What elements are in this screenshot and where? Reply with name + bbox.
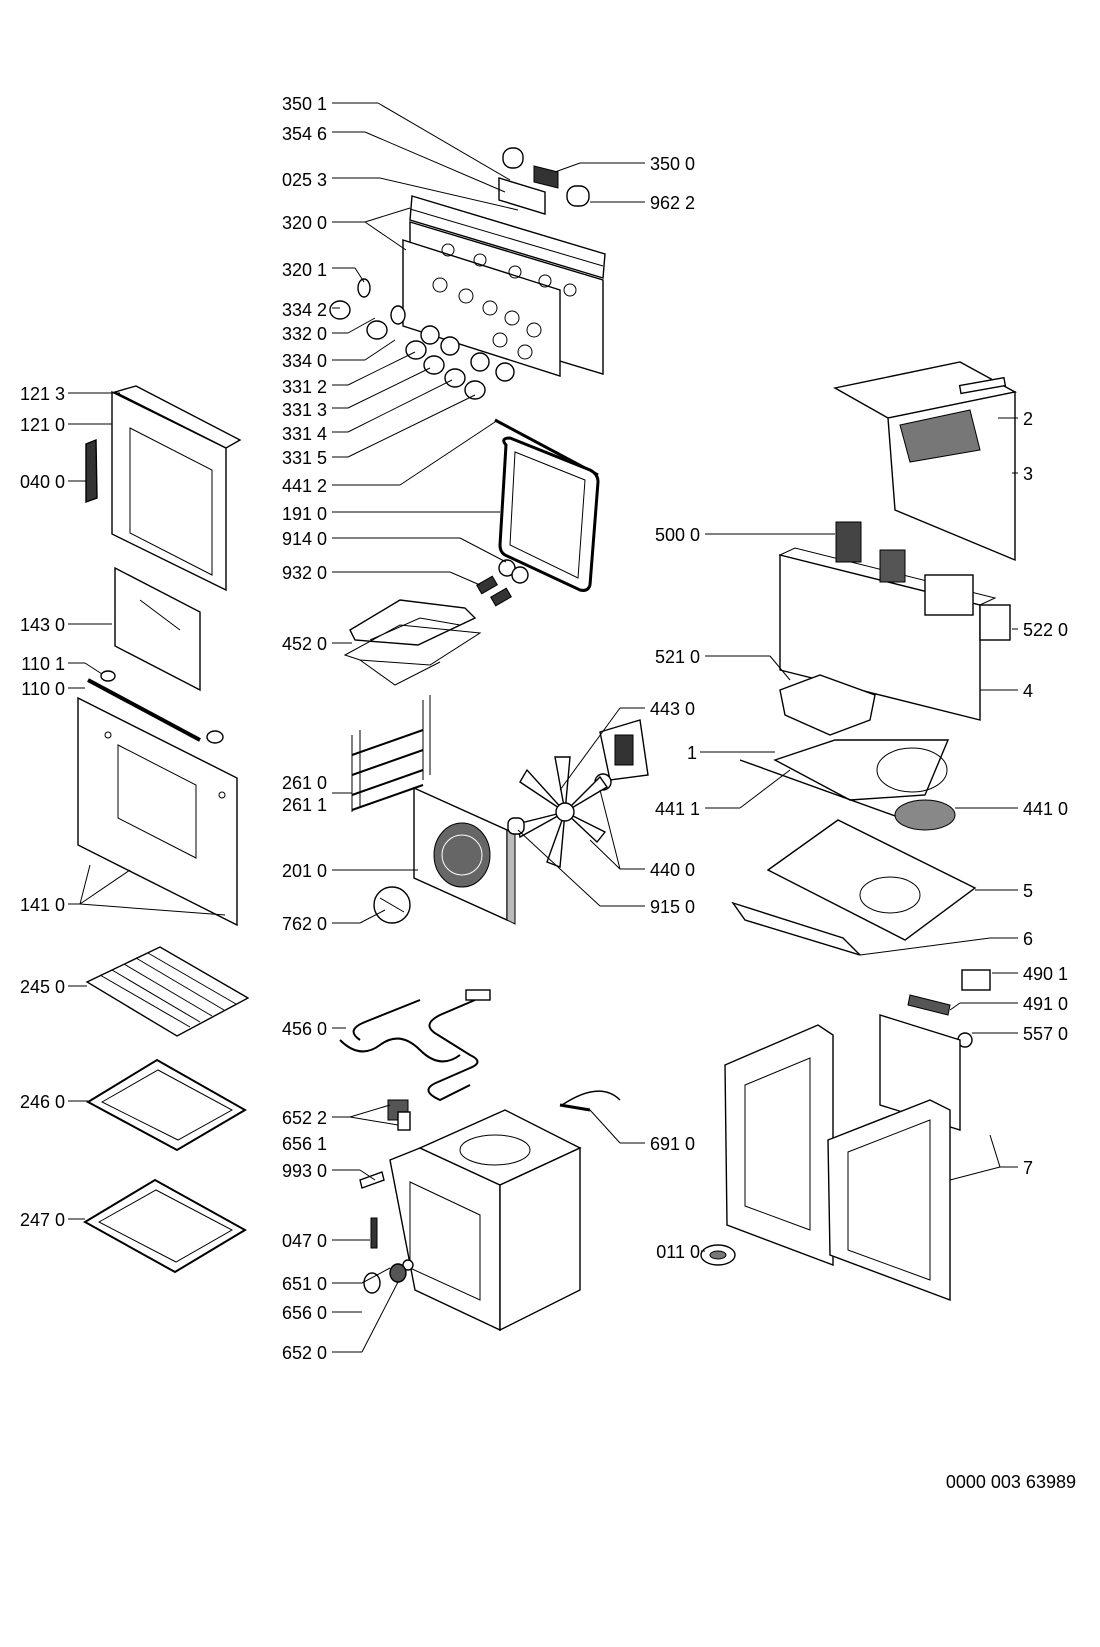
label-011-0: 011 0: [656, 1242, 700, 1262]
label-932-0: 932 0: [282, 563, 327, 583]
label-522-0: 522 0: [1023, 620, 1068, 640]
diagram-reference-number: 0000 003 63989: [945, 1472, 1076, 1492]
oven-door-assembly: [77, 385, 242, 927]
label-915-0: 915 0: [650, 897, 695, 917]
label-group-5: 5: [1023, 881, 1033, 901]
label-354-6: 354 6: [282, 124, 327, 144]
door-seal-and-grill: [343, 418, 600, 686]
label-332-0: 332 0: [282, 324, 327, 344]
label-331-4: 331 4: [282, 424, 327, 444]
label-456-0: 456 0: [282, 1019, 327, 1039]
label-group-2: 2: [1023, 409, 1033, 429]
label-993-0: 993 0: [282, 1161, 327, 1181]
label-557-0: 557 0: [1023, 1024, 1068, 1044]
label-320-1: 320 1: [282, 260, 327, 280]
label-group-4: 4: [1023, 681, 1033, 701]
label-491-0: 491 0: [1023, 994, 1068, 1014]
label-201-0: 201 0: [282, 861, 327, 881]
label-651-0: 651 0: [282, 1274, 327, 1294]
label-025-3: 025 3: [282, 170, 327, 190]
label-191-0: 191 0: [282, 504, 327, 524]
label-490-1: 490 1: [1023, 964, 1068, 984]
label-691-0: 691 0: [650, 1134, 695, 1154]
label-121-3: 121 3: [20, 384, 65, 404]
label-521-0: 521 0: [655, 647, 700, 667]
label-group-1: 1: [687, 743, 697, 763]
label-656-1: 656 1: [282, 1134, 327, 1154]
label-350-1: 350 1: [282, 94, 327, 114]
label-652-2: 652 2: [282, 1108, 327, 1128]
label-320-0: 320 0: [282, 213, 327, 233]
cavity-and-bottom-element: [339, 989, 621, 1332]
label-110-1: 110 1: [21, 654, 65, 674]
label-334-0: 334 0: [282, 351, 327, 371]
label-group-3: 3: [1023, 464, 1033, 484]
label-261-1: 261 1: [282, 795, 327, 815]
label-500-0: 500 0: [655, 525, 700, 545]
label-331-2: 331 2: [282, 377, 327, 397]
racks-and-trays: [83, 946, 250, 1274]
shelf-supports-and-rear-panel: [351, 695, 516, 925]
label-040-0: 040 0: [20, 472, 65, 492]
label-440-0: 440 0: [650, 860, 695, 880]
label-246-0: 246 0: [20, 1092, 65, 1112]
label-350-0: 350 0: [650, 154, 695, 174]
label-334-2: 334 2: [282, 300, 327, 320]
label-group-6: 6: [1023, 929, 1033, 949]
label-914-0: 914 0: [282, 529, 327, 549]
fan-assembly: [507, 719, 649, 868]
label-762-0: 762 0: [282, 914, 327, 934]
label-441-0: 441 0: [1023, 799, 1068, 819]
leader-lines: [68, 102, 1018, 1353]
label-121-0: 121 0: [20, 415, 65, 435]
label-261-0: 261 0: [282, 773, 327, 793]
label-047-0: 047 0: [282, 1231, 327, 1251]
label-441-1: 441 1: [655, 799, 700, 819]
label-452-0: 452 0: [282, 634, 327, 654]
label-245-0: 245 0: [20, 977, 65, 997]
label-141-0: 141 0: [20, 895, 65, 915]
label-652-0: 652 0: [282, 1343, 327, 1363]
label-143-0: 143 0: [20, 615, 65, 635]
label-331-5: 331 5: [282, 448, 327, 468]
control-panel-assembly: [329, 147, 606, 400]
label-110-0: 110 0: [21, 679, 65, 699]
label-247-0: 247 0: [20, 1210, 65, 1230]
label-group-7: 7: [1023, 1158, 1033, 1178]
label-656-0: 656 0: [282, 1303, 327, 1323]
housing-assembly: [700, 361, 1018, 1302]
label-962-2: 962 2: [650, 193, 695, 213]
part-labels: 350 1 354 6 025 3 320 0 320 1 334 2 332 …: [20, 94, 1068, 1363]
label-441-2: 441 2: [282, 476, 327, 496]
label-331-3: 331 3: [282, 400, 327, 420]
label-443-0: 443 0: [650, 699, 695, 719]
control-knobs: [329, 278, 515, 400]
